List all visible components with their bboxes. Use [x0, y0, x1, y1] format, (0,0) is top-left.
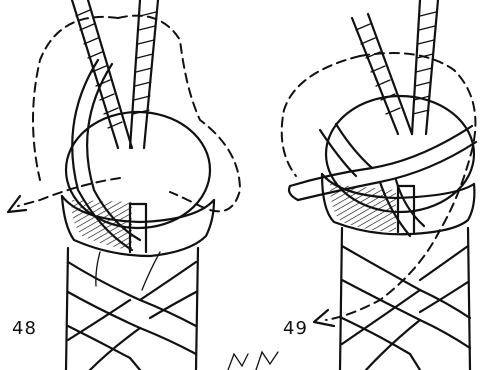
bottom-marks	[228, 352, 278, 370]
figure-49-drawing	[282, 0, 476, 370]
braided-body-left	[66, 248, 198, 370]
knot-head-left	[62, 112, 214, 256]
figure-48-drawing	[8, 0, 240, 370]
figure-49-label: 49	[283, 318, 308, 339]
figure-48-label: 48	[12, 318, 37, 339]
braided-body-right	[340, 228, 470, 370]
